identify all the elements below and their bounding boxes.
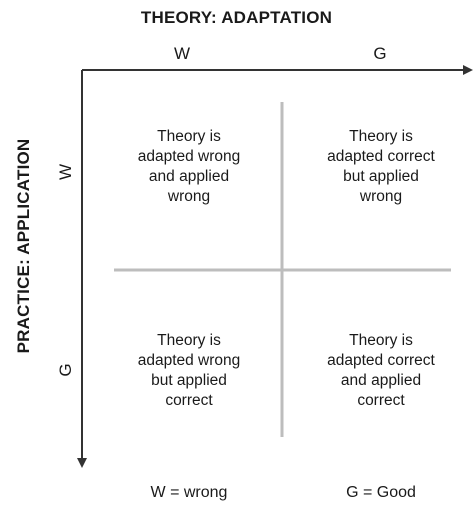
row-label-w: W <box>56 163 75 181</box>
cell-correct-wrong: Theory is adapted correct but applied wr… <box>327 128 435 205</box>
legend-good: G = Good <box>346 484 416 501</box>
cell-wrong-wrong: Theory is adapted wrong and applied wron… <box>137 128 241 205</box>
vertical-axis-arrowhead <box>77 458 87 468</box>
column-label-w: W <box>173 44 191 63</box>
practice-axis-title: PRACTICE: APPLICATION <box>14 138 33 354</box>
column-label-g: G <box>373 44 387 63</box>
row-label-g: G <box>56 363 75 377</box>
legend-wrong: W = wrong <box>150 484 228 501</box>
theory-axis-title: THEORY: ADAPTATION <box>140 8 333 27</box>
cell-wrong-correct: Theory is adapted wrong but applied corr… <box>137 332 241 409</box>
horizontal-axis-arrowhead <box>463 65 473 75</box>
cell-correct-correct: Theory is adapted correct and applied co… <box>327 332 435 409</box>
